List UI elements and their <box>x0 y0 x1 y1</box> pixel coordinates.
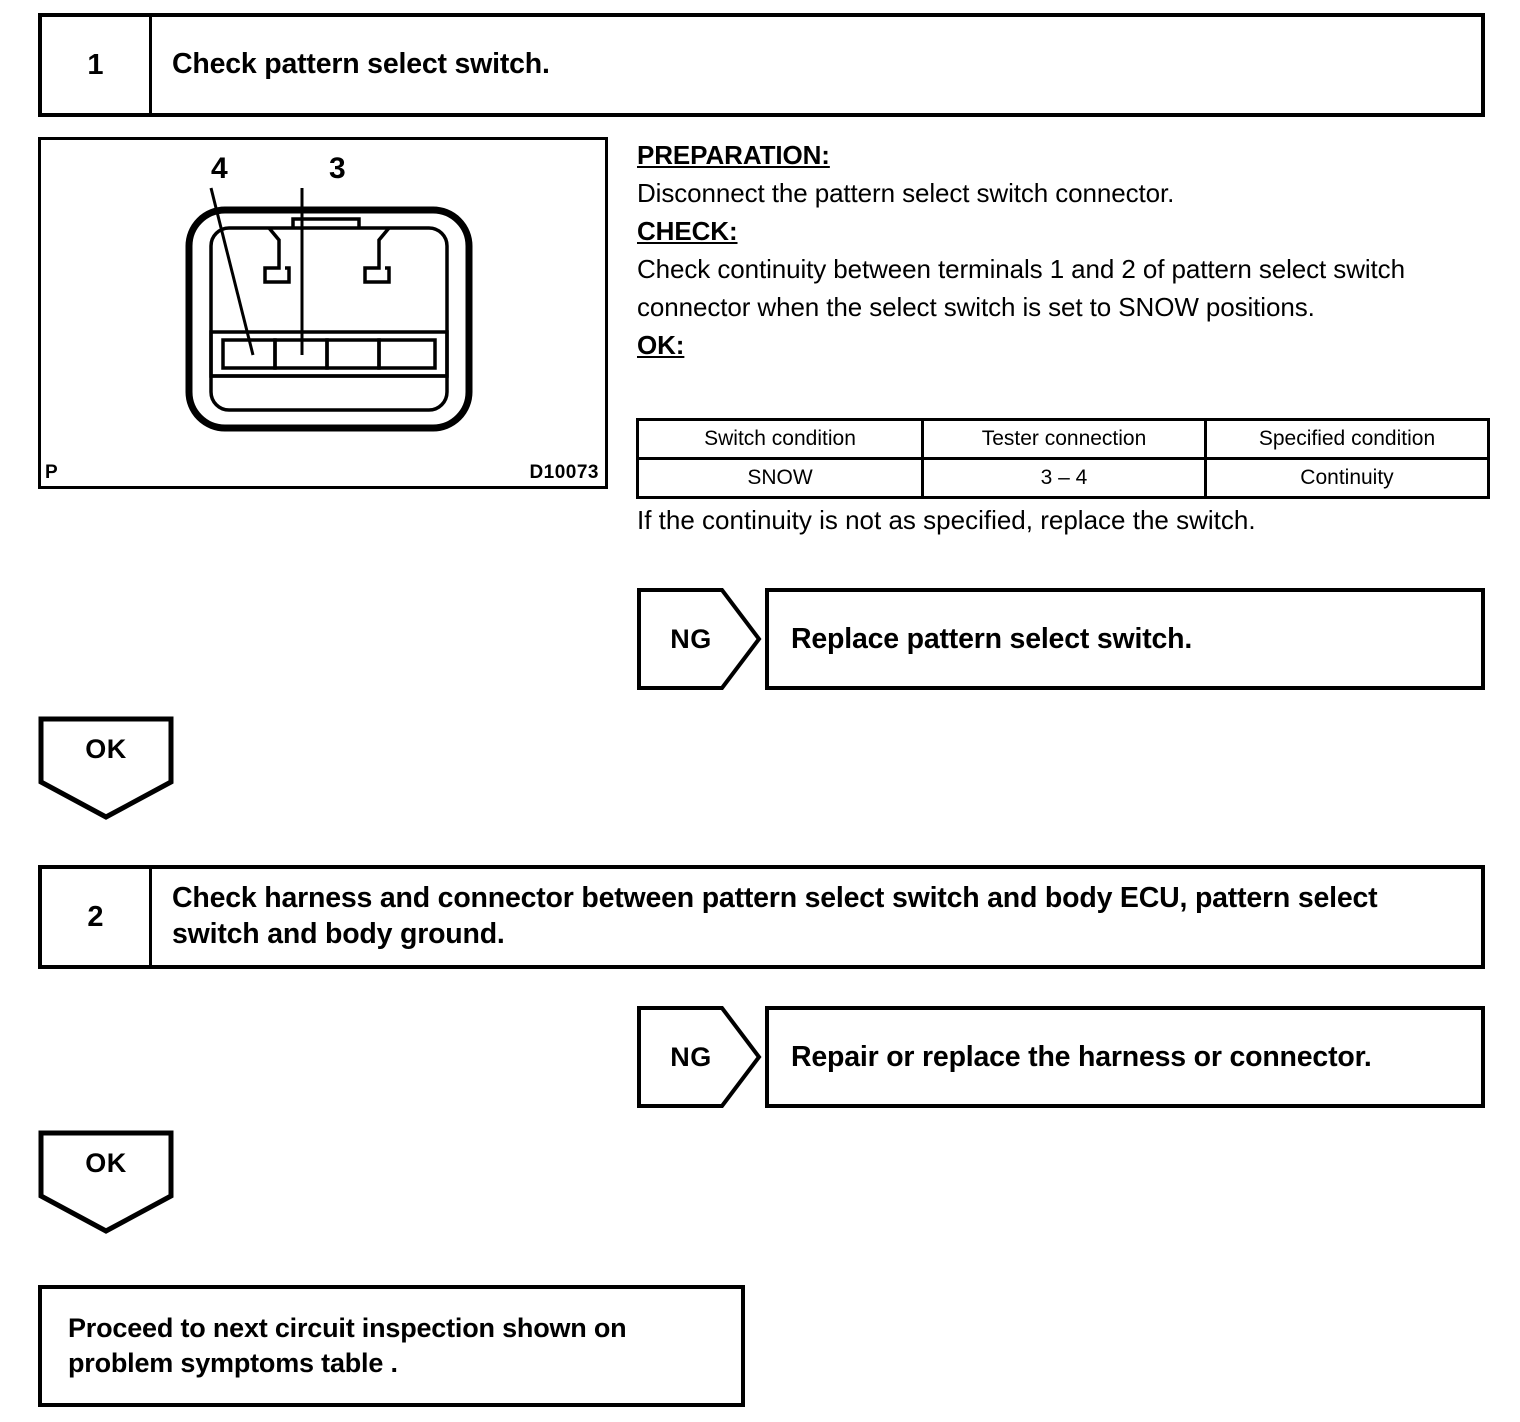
ng-action-text-2: Repair or replace the harness or connect… <box>791 1040 1372 1073</box>
table-row: SNOW 3 – 4 Continuity <box>636 457 1490 499</box>
step-1-title: Check pattern select switch. <box>172 48 550 81</box>
ng-branch-1: NG Replace pattern select switch. <box>637 588 1485 690</box>
instructions-block: PREPARATION: Disconnect the pattern sele… <box>637 136 1485 364</box>
ng-action-text-1: Replace pattern select switch. <box>791 622 1193 655</box>
check-body: Check continuity between terminals 1 and… <box>637 254 1405 322</box>
ok-pointer-2: OK <box>38 1130 174 1234</box>
step-1-box: 1 Check pattern select switch. <box>38 13 1485 117</box>
ok-pointer-1: OK <box>38 716 174 820</box>
table-cell-specified-condition: Continuity <box>1204 457 1490 499</box>
ng-tag-1: NG <box>637 588 762 690</box>
connector-illustration <box>185 187 473 432</box>
final-line-2: problem symptoms table . <box>68 1347 398 1378</box>
final-instruction-box: Proceed to next circuit inspection shown… <box>38 1285 745 1407</box>
ok-label-2: OK <box>85 1148 127 1178</box>
table-header-tester-connection: Tester connection <box>921 418 1207 460</box>
callout-label-3: 3 <box>329 152 346 185</box>
ng-branch-2: NG Repair or replace the harness or conn… <box>637 1006 1485 1108</box>
ok-label-1: OK <box>85 734 127 764</box>
table-header-specified-condition: Specified condition <box>1204 418 1490 460</box>
final-line-1: Proceed to next circuit inspection shown… <box>68 1313 627 1343</box>
check-heading: CHECK: <box>637 216 738 246</box>
figure-corner-mark: P <box>45 462 59 483</box>
preparation-body: Disconnect the pattern select switch con… <box>637 178 1175 208</box>
step-2-title: Check harness and connector between patt… <box>172 882 1378 950</box>
step-2-box: 2 Check harness and connector between pa… <box>38 865 1485 969</box>
figure-code: D10073 <box>529 462 599 483</box>
continuity-footnote: If the continuity is not as specified, r… <box>637 505 1256 535</box>
step-1-number: 1 <box>42 17 152 113</box>
connector-figure-panel: 4 3 P D10073 <box>38 137 608 489</box>
table-header-switch-condition: Switch condition <box>636 418 924 460</box>
ng-label-1: NG <box>670 623 712 654</box>
preparation-heading: PREPARATION: <box>637 140 830 170</box>
ok-heading: OK: <box>637 330 685 360</box>
specification-table: Switch condition Tester connection Speci… <box>636 418 1490 499</box>
table-cell-tester-connection: 3 – 4 <box>921 457 1207 499</box>
step-2-number: 2 <box>42 869 152 965</box>
ng-action-box-2: Repair or replace the harness or connect… <box>765 1006 1485 1108</box>
table-cell-switch-condition: SNOW <box>636 457 924 499</box>
table-header-row: Switch condition Tester connection Speci… <box>636 418 1490 460</box>
ng-action-box-1: Replace pattern select switch. <box>765 588 1485 690</box>
callout-label-4: 4 <box>211 152 228 185</box>
ng-label-2: NG <box>670 1041 712 1072</box>
ng-tag-2: NG <box>637 1006 762 1108</box>
